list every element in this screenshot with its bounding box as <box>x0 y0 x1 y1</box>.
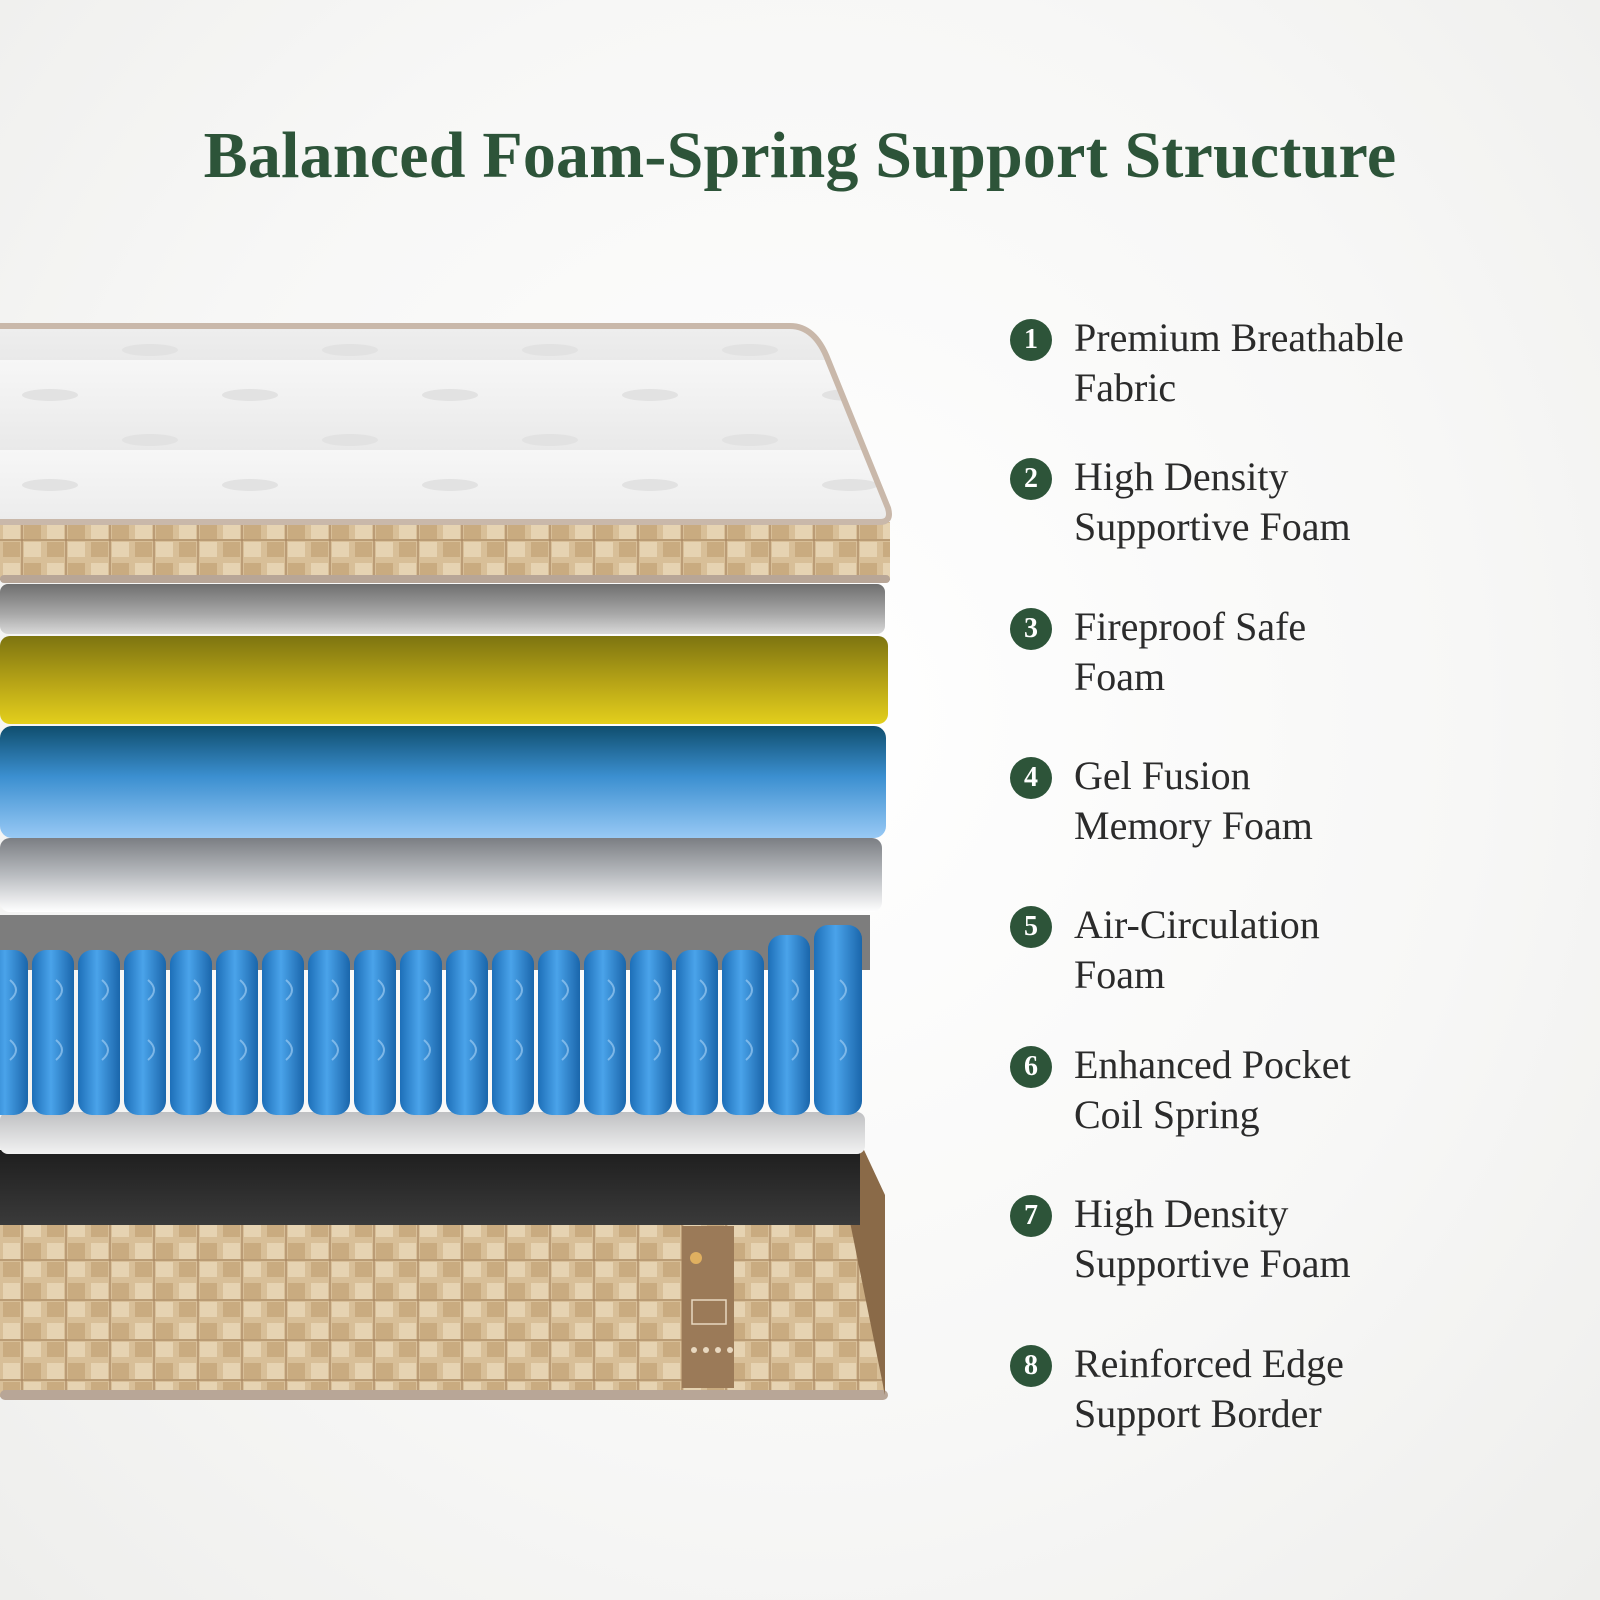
bottom-white-foam-layer <box>0 1112 865 1154</box>
legend-label: Premium Breathable Fabric <box>1074 315 1404 410</box>
legend-label: High Density Supportive Foam <box>1074 1191 1351 1286</box>
legend-label: Enhanced Pocket Coil Spring <box>1074 1042 1351 1137</box>
legend-item-4: 4 Gel Fusion Memory Foam <box>1010 753 1570 867</box>
legend-label: Fireproof Safe Foam <box>1074 604 1307 699</box>
bottom-dark-foam-layer <box>0 1150 860 1225</box>
number-badge: 2 <box>1010 458 1052 500</box>
number-badge: 6 <box>1010 1046 1052 1088</box>
edge-support-border-layer <box>0 1120 888 1400</box>
brand-tag <box>682 1226 734 1388</box>
legend-item-1: 1 Premium Breathable Fabric <box>1010 315 1570 429</box>
legend-label: Reinforced Edge Support Border <box>1074 1341 1344 1436</box>
number-badge: 8 <box>1010 1345 1052 1387</box>
legend-label: High Density Supportive Foam <box>1074 454 1351 549</box>
number-badge: 4 <box>1010 757 1052 799</box>
pocket-coil-layer <box>0 915 870 1115</box>
fireproof-foam-layer <box>0 636 888 724</box>
number-badge: 1 <box>1010 319 1052 361</box>
legend-item-3: 3 Fireproof Safe Foam <box>1010 604 1570 718</box>
legend-item-2: 2 High Density Supportive Foam <box>1010 454 1570 568</box>
legend-label: Gel Fusion Memory Foam <box>1074 753 1313 848</box>
legend-item-7: 7 High Density Supportive Foam <box>1010 1191 1570 1305</box>
legend-item-5: 5 Air-Circulation Foam <box>1010 902 1570 1016</box>
gel-memory-foam-layer <box>0 726 886 838</box>
page-title: Balanced Foam-Spring Support Structure <box>203 119 1397 192</box>
number-badge: 7 <box>1010 1195 1052 1237</box>
air-circulation-foam-layer <box>0 838 882 912</box>
number-badge: 5 <box>1010 906 1052 948</box>
legend-label: Air-Circulation Foam <box>1074 902 1320 997</box>
breathable-fabric-layer <box>0 323 892 583</box>
legend-item-6: 6 Enhanced Pocket Coil Spring <box>1010 1042 1570 1156</box>
high-density-foam-layer <box>0 584 885 634</box>
number-badge: 3 <box>1010 608 1052 650</box>
legend-item-8: 8 Reinforced Edge Support Border <box>1010 1341 1570 1455</box>
layer-legend: 1 Premium Breathable Fabric 2 High Densi… <box>1010 0 1570 1600</box>
